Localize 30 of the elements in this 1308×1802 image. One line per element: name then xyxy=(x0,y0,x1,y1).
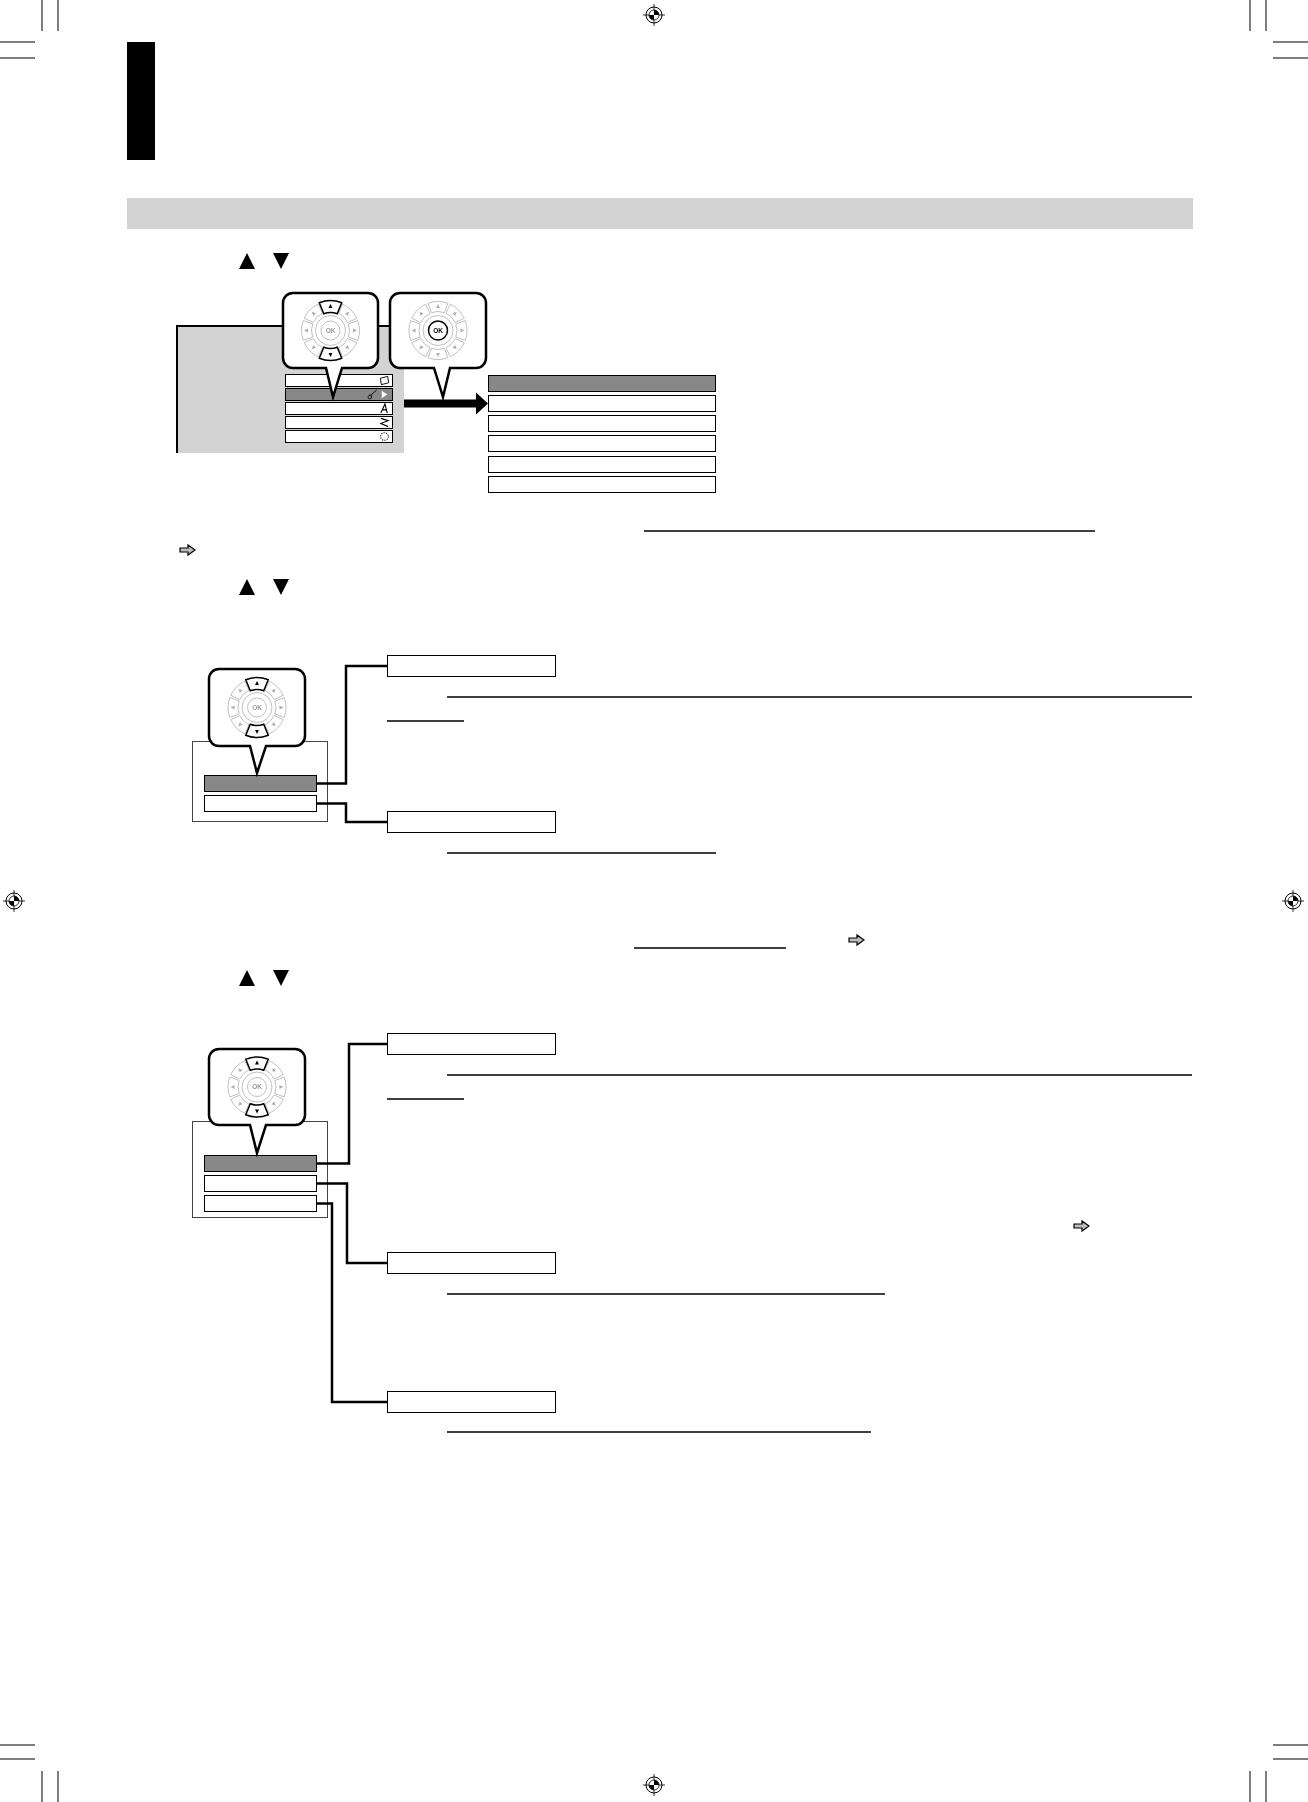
arrow xyxy=(404,392,488,415)
submenu-row xyxy=(488,435,716,452)
menu-row xyxy=(204,1195,317,1212)
option-box xyxy=(387,655,556,677)
submenu-row xyxy=(488,395,716,412)
option-box xyxy=(387,1391,556,1413)
connector-line xyxy=(317,1042,387,1165)
connector-line xyxy=(317,1202,387,1404)
submenu-row xyxy=(488,476,716,493)
section-heading-bar xyxy=(127,198,1193,229)
menu-row xyxy=(285,416,393,429)
selected-menu-row xyxy=(204,1155,317,1172)
menu-row xyxy=(285,402,393,415)
selected-menu-row xyxy=(285,388,393,401)
option-box xyxy=(387,1033,556,1055)
connector-line xyxy=(317,802,387,824)
menu-row xyxy=(204,1175,317,1192)
connector-line xyxy=(317,664,387,785)
menu-row xyxy=(285,430,393,443)
section-tab xyxy=(127,42,155,160)
option-box xyxy=(387,1252,556,1274)
selected-submenu-row xyxy=(488,375,716,392)
menu-row xyxy=(204,795,317,812)
connector-line xyxy=(317,1182,387,1265)
submenu-row xyxy=(488,415,716,432)
option-box xyxy=(387,811,556,833)
menu-panel xyxy=(192,741,328,822)
submenu-row xyxy=(488,456,716,473)
menu-panel xyxy=(192,1121,328,1218)
selected-menu-row xyxy=(204,775,317,792)
